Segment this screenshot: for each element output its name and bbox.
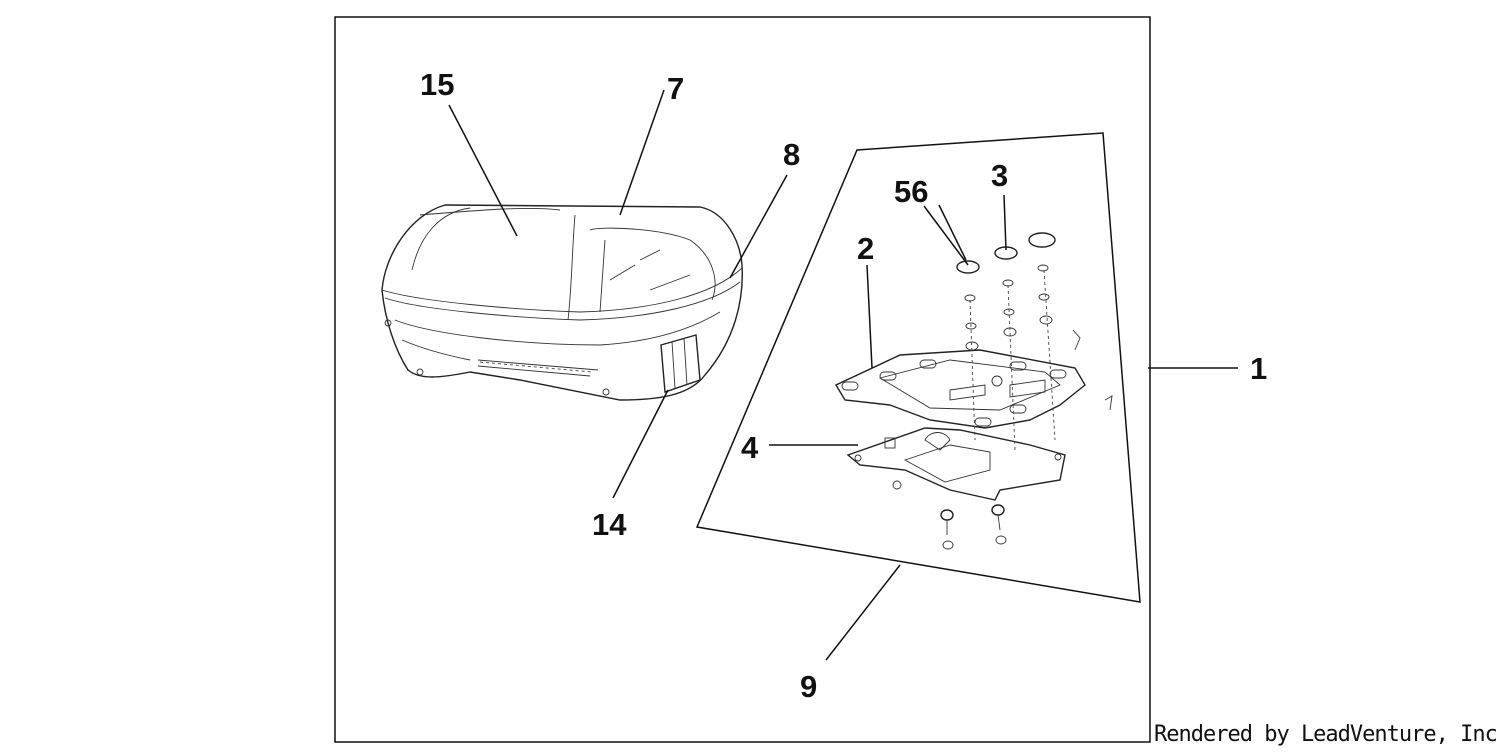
callout-7: 7 xyxy=(667,71,684,106)
callout-8: 8 xyxy=(783,137,800,172)
callout-4: 4 xyxy=(741,430,759,465)
base-plate xyxy=(846,427,1066,501)
leader-lines xyxy=(448,89,1238,661)
carrier-rack xyxy=(835,349,1086,429)
callout-15: 15 xyxy=(420,67,454,102)
callout-5-6: 56 xyxy=(894,174,928,209)
callout-3: 3 xyxy=(991,158,1008,193)
kit-outline xyxy=(695,132,1141,603)
diagram-frame xyxy=(334,16,1151,743)
hardware xyxy=(892,232,1113,550)
callout-14: 14 xyxy=(592,507,627,542)
callout-1: 1 xyxy=(1250,351,1267,386)
callout-2: 2 xyxy=(857,231,874,266)
callout-9: 9 xyxy=(800,669,817,704)
top-box xyxy=(381,204,743,401)
credit-text: Rendered by LeadVenture, Inc. xyxy=(1154,722,1500,747)
